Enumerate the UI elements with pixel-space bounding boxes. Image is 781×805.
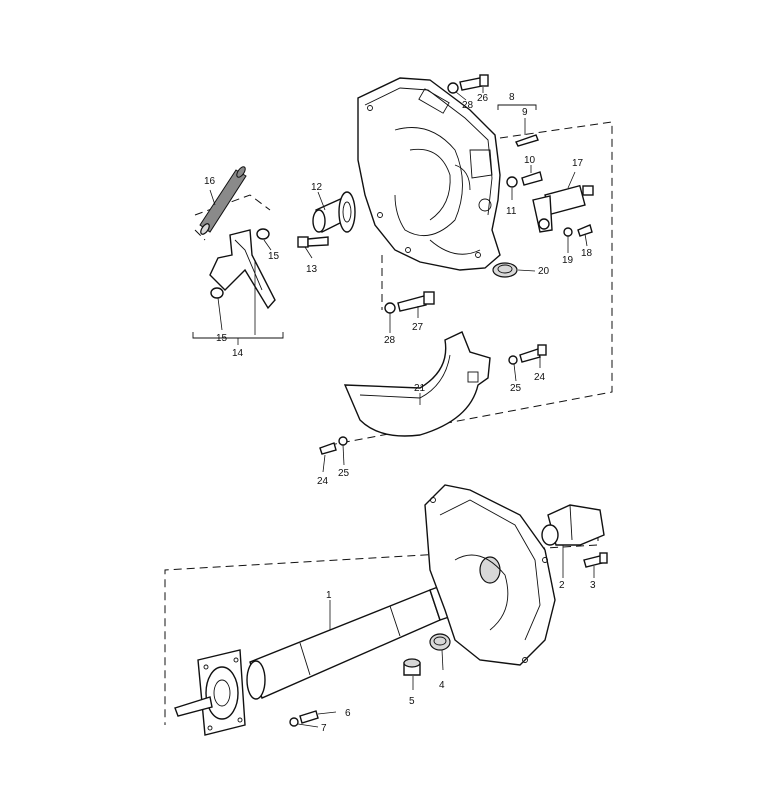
bolt-part-24-upper <box>519 344 547 363</box>
leader-lines <box>209 87 595 728</box>
washer-part-28-lower <box>384 302 396 314</box>
bolt-part-13 <box>297 236 329 248</box>
washer-part-25-upper <box>508 355 518 365</box>
callout-7: 7 <box>321 723 327 734</box>
callout-11: 11 <box>506 206 517 217</box>
plug-part-5 <box>403 658 421 676</box>
bolt-part-27 <box>397 291 435 312</box>
release-fork-part-14 <box>209 228 276 310</box>
callout-20: 20 <box>538 266 550 277</box>
callout-21: 21 <box>414 383 426 394</box>
callout-9: 9 <box>522 107 528 118</box>
bolt-part-26 <box>459 74 489 91</box>
callout-12: 12 <box>311 182 323 193</box>
washer-part-28-top <box>447 82 459 94</box>
end-flange-part-1 <box>174 649 246 736</box>
bolt-part-3 <box>583 552 608 568</box>
callout-18: 18 <box>581 248 593 259</box>
bracket-line-14 <box>192 332 284 345</box>
callout-6: 6 <box>345 708 351 719</box>
callout-17: 17 <box>572 158 584 169</box>
callout-labels: 1 2 3 4 5 6 7 8 9 10 11 12 13 14 15 15 1… <box>204 92 596 734</box>
callout-28-lower: 28 <box>384 335 396 346</box>
bell-housing-part-1 <box>424 484 556 666</box>
callout-15-upper: 15 <box>268 251 280 262</box>
callout-3: 3 <box>590 580 596 591</box>
bolt-part-18 <box>577 224 593 237</box>
pin-part-9 <box>515 134 539 147</box>
callout-13: 13 <box>306 264 318 275</box>
callout-19: 19 <box>562 255 574 266</box>
slave-cylinder-part-17 <box>532 184 594 233</box>
washer-part-25-lower <box>338 436 348 446</box>
guide-sleeve-part-12 <box>312 191 356 234</box>
callout-1: 1 <box>326 590 332 601</box>
seal-ring-part-20 <box>492 262 518 278</box>
callout-14: 14 <box>232 348 244 359</box>
callout-2: 2 <box>559 580 565 591</box>
callout-25-lower: 25 <box>338 468 350 479</box>
callout-4: 4 <box>439 680 445 691</box>
clutch-housing <box>357 77 501 271</box>
bolt-part-24-lower <box>319 442 337 455</box>
callout-25-upper: 25 <box>510 383 522 394</box>
bolt-part-6 <box>299 710 319 724</box>
washer-part-19 <box>563 227 573 237</box>
bracket-line-8 <box>497 104 537 110</box>
callout-24-lower: 24 <box>317 476 329 487</box>
washer-part-7 <box>289 717 299 727</box>
callout-15-lower: 15 <box>216 333 228 344</box>
callout-27: 27 <box>412 322 424 333</box>
callout-5: 5 <box>409 696 415 707</box>
shaft-part-16 <box>199 166 247 235</box>
callout-16: 16 <box>204 176 216 187</box>
bracket-part-2 <box>541 504 605 546</box>
callout-24-upper: 24 <box>534 372 546 383</box>
callout-28-top: 28 <box>462 100 474 111</box>
callout-10: 10 <box>524 155 536 166</box>
callout-8: 8 <box>509 92 515 103</box>
bolt-part-10 <box>521 171 543 186</box>
callout-26: 26 <box>477 93 489 104</box>
nut-part-11 <box>506 176 518 188</box>
seal-part-4 <box>429 633 451 651</box>
